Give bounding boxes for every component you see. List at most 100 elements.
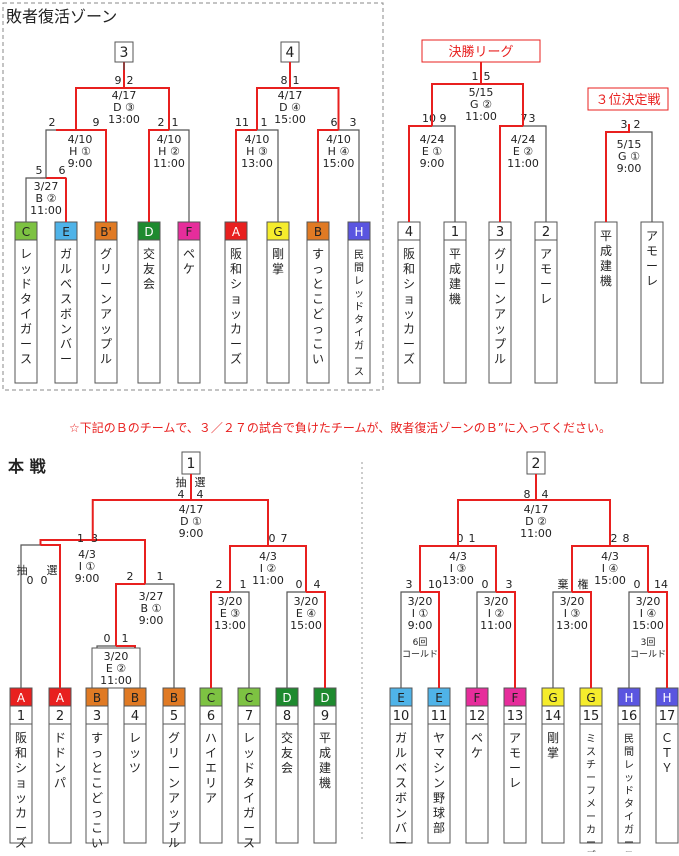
bracket-line (91, 499, 269, 546)
score: 0 (457, 532, 464, 545)
team-name-box (137, 239, 161, 384)
match-3-27-b1: 3/27B ①9:00 (139, 590, 164, 627)
team-name-char: ベ (60, 277, 72, 291)
team-name-char: ー (646, 259, 658, 273)
score: 10 (428, 578, 442, 591)
match-time: 9:00 (75, 572, 100, 585)
team-name-char: ー (100, 277, 112, 291)
team-name-char: ミ (586, 734, 596, 745)
score: 14 (654, 578, 668, 591)
team-name-char: 掌 (272, 262, 284, 276)
team-name-char: 成 (319, 746, 331, 760)
team-name-char: と (91, 761, 103, 775)
forfeit-label: 権 (578, 577, 589, 591)
team-name-char: ガ (60, 247, 72, 261)
team-name-box (655, 723, 679, 844)
team-name-char: シ (403, 277, 415, 291)
team-number: 12 (469, 709, 486, 724)
bracket-line (572, 591, 592, 688)
team-name-box (443, 239, 467, 384)
team-name-char: っ (91, 806, 103, 820)
team-name-char: プ (168, 821, 180, 835)
score: 3 (529, 112, 536, 125)
team-name-char: ボ (395, 791, 407, 805)
team-name-char: ア (168, 791, 180, 805)
score: 2 (158, 116, 165, 129)
team-name-char: 阪 (230, 247, 242, 261)
match-date: 3/20 (294, 595, 319, 608)
bracket-line (431, 83, 524, 126)
score: 1 (293, 74, 300, 87)
match-time: 11:00 (100, 674, 132, 687)
team-name-char: 機 (600, 273, 612, 288)
match-3-20-e2: 3/20E ②11:00 (100, 650, 132, 687)
score: 3 (350, 116, 357, 129)
team-code: F (186, 225, 193, 239)
match-date: 4/10 (245, 133, 270, 146)
team-name-char: ン (100, 292, 112, 306)
bracket-line (648, 591, 668, 688)
team-name-char: リ (205, 776, 217, 790)
match-5-15-g2: 5/15G ②11:00 (465, 86, 497, 123)
bracket-line (605, 124, 630, 222)
team-name-char: ー (243, 821, 255, 835)
team-code: C (22, 225, 30, 239)
team-name-char: ー (354, 354, 364, 365)
score: 0 (482, 578, 489, 591)
score: 10 (422, 112, 436, 125)
score: 1 (261, 116, 268, 129)
team-name-char: ズ (403, 351, 415, 366)
third-place-label-box (587, 87, 669, 111)
team-name-char: ス (243, 836, 255, 850)
team-number: 17 (659, 709, 676, 724)
team-name-char: ル (395, 746, 407, 760)
match-time: 9:00 (420, 157, 445, 170)
match-time: 13:00 (556, 619, 588, 632)
score: 9 (93, 116, 100, 129)
score: 3 (406, 578, 413, 591)
team-name-char: レ (646, 274, 658, 288)
team-name-char: ガ (354, 340, 364, 352)
team-name-char: イ (354, 328, 364, 339)
bracket-line (124, 87, 170, 130)
score: 7 (281, 532, 288, 545)
score: 4 (542, 488, 549, 501)
team-name-char: ケ (471, 746, 483, 760)
team-name-char: 野 (433, 791, 445, 805)
bracket-line (235, 129, 257, 222)
team-name-box (465, 723, 489, 844)
team-name-char: グ (100, 247, 112, 261)
lottery-label: 選 (195, 476, 206, 489)
match-date: 4/24 (420, 133, 445, 146)
team-name-char: ア (100, 307, 112, 321)
team-name-char: ー (403, 337, 415, 351)
team-code: H (354, 225, 363, 239)
team-name-char: シ (433, 761, 445, 775)
match-3-20-e3: 3/20E ③13:00 (214, 595, 246, 632)
score: 0 (269, 532, 276, 545)
team-name-char: ガ (243, 806, 255, 820)
match-place: B ① (141, 602, 162, 615)
bracket-line (256, 87, 340, 130)
team-name-char: ベ (395, 761, 407, 775)
team-name-char: ッ (403, 307, 415, 321)
match-time: 11:00 (520, 527, 552, 540)
team-name-char: ン (433, 776, 445, 790)
team-name-char: ッ (20, 262, 32, 276)
team-name: 交友会 (143, 246, 155, 291)
match-place: D ② (525, 515, 547, 528)
team-name-char: 平 (319, 731, 331, 745)
match-date: 5/15 (617, 138, 642, 151)
team-name-char: カ (230, 322, 242, 336)
team-number: 16 (621, 709, 638, 724)
team-name-char: ツ (129, 761, 141, 775)
match-place: H ③ (246, 145, 268, 158)
team-name-char: リ (168, 746, 180, 760)
match-date: 4/3 (78, 548, 96, 561)
match-4-10-h4: 4/10H ④15:00 (323, 133, 355, 170)
